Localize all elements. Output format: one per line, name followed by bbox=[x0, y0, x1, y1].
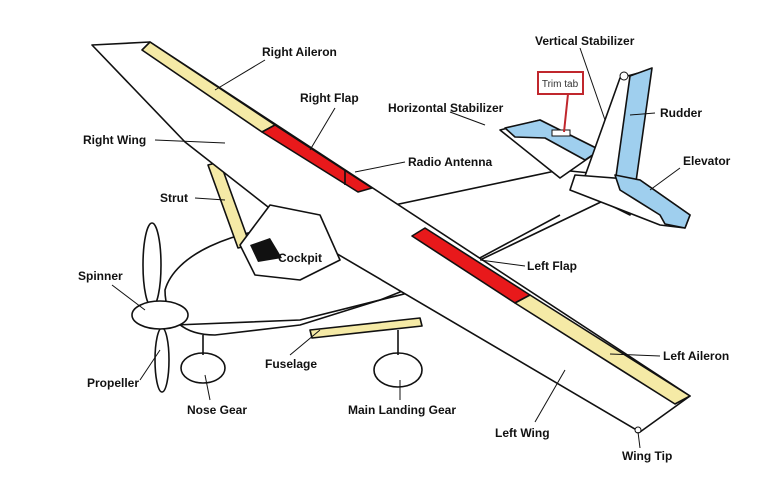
label-right-aileron: Right Aileron bbox=[262, 45, 337, 59]
label-left-wing: Left Wing bbox=[495, 426, 550, 440]
fuselage-stripe bbox=[174, 214, 561, 326]
propeller-bottom-blade bbox=[154, 327, 170, 393]
left-aileron-surface bbox=[514, 294, 691, 405]
label-cockpit: Cockpit bbox=[278, 251, 322, 265]
label-radio-antenna: Radio Antenna bbox=[408, 155, 493, 169]
label-propeller: Propeller bbox=[87, 376, 139, 390]
leader-lines bbox=[111, 47, 681, 449]
label-rudder: Rudder bbox=[660, 106, 702, 120]
label-left-aileron: Left Aileron bbox=[663, 349, 729, 363]
nose-gear-wheel bbox=[180, 352, 226, 384]
trim-tab-callout-box bbox=[537, 71, 584, 95]
label-nose-gear: Nose Gear bbox=[187, 403, 247, 417]
main-gear-wheel bbox=[373, 352, 423, 388]
left-strut-shape bbox=[309, 317, 423, 339]
label-main-landing-gear: Main Landing Gear bbox=[348, 403, 456, 417]
cockpit-seat bbox=[250, 238, 282, 262]
label-horizontal-stabilizer: Horizontal Stabilizer bbox=[388, 101, 504, 115]
trim-tab-surface bbox=[551, 129, 571, 137]
label-right-flap: Right Flap bbox=[300, 91, 359, 105]
label-elevator: Elevator bbox=[683, 154, 731, 168]
label-wing-tip: Wing Tip bbox=[622, 449, 672, 463]
spinner-shape bbox=[131, 300, 189, 330]
label-trim-tab: Trim tab bbox=[542, 79, 579, 90]
right-elevator bbox=[504, 119, 601, 161]
label-vertical-stabilizer: Vertical Stabilizer bbox=[535, 34, 635, 48]
left-elevator bbox=[614, 174, 691, 229]
label-strut: Strut bbox=[160, 191, 188, 205]
label-fuselage: Fuselage bbox=[265, 357, 317, 371]
label-right-wing: Right Wing bbox=[83, 133, 146, 147]
label-left-flap: Left Flap bbox=[527, 259, 577, 273]
label-spinner: Spinner bbox=[78, 269, 123, 283]
propeller-top-blade bbox=[142, 222, 162, 308]
cockpit-shape bbox=[239, 204, 341, 281]
